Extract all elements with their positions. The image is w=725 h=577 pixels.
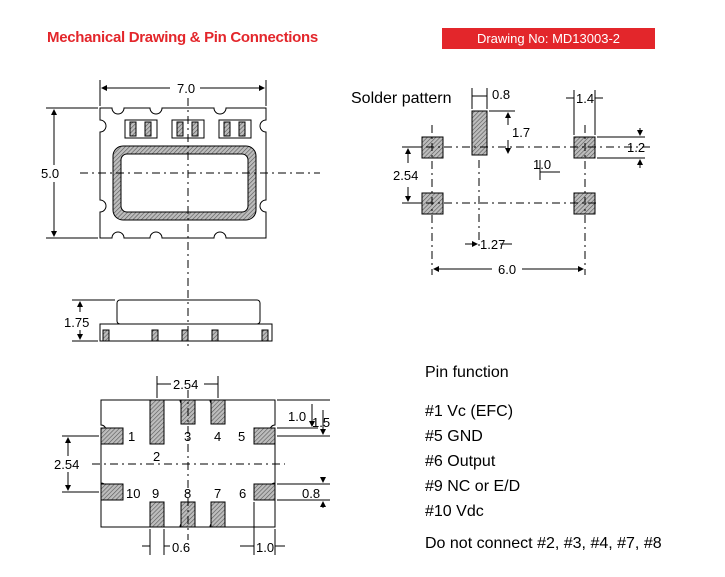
solder-pad-width-dim: 0.8 xyxy=(492,87,511,102)
bottom-pad-b-dim: 1.5 xyxy=(312,415,331,430)
pin-label-6: 6 xyxy=(239,486,247,501)
pin-label-9: 9 xyxy=(152,486,160,501)
top-width-dim: 7.0 xyxy=(177,81,196,96)
pin-label-10: 10 xyxy=(126,486,141,501)
solder-pattern-drawing xyxy=(402,88,650,275)
solder-pad-height-dim: 1.7 xyxy=(512,125,531,140)
pin-label-1: 1 xyxy=(128,429,136,444)
bottom-pad-d-dim: 0.6 xyxy=(172,540,191,555)
pin-label-3: 3 xyxy=(184,429,192,444)
bottom-view xyxy=(62,376,330,555)
bottom-pad-a-dim: 1.0 xyxy=(288,409,307,424)
side-view xyxy=(72,290,273,346)
solder-pattern-title: Solder pattern xyxy=(351,90,452,107)
pin-label-4: 4 xyxy=(214,429,222,444)
pin-function-item: #1 Vc (EFC) xyxy=(425,403,514,420)
pin-function-item: #5 GND xyxy=(425,428,483,445)
solder-pitch-v-dim: 2.54 xyxy=(393,168,419,183)
bottom-pitch-top-dim: 2.54 xyxy=(173,377,199,392)
do-not-connect-note: Do not connect #2, #3, #4, #7, #8 xyxy=(425,535,662,552)
solder-pitch-h-dim: 1.27 xyxy=(480,237,506,252)
solder-pad-small-dim: 1.4 xyxy=(576,91,595,106)
pin-function-list: #1 Vc (EFC) #5 GND #6 Output #9 NC or E/… xyxy=(425,399,520,524)
solder-overall-dim: 6.0 xyxy=(498,262,517,277)
top-height-dim: 5.0 xyxy=(41,166,60,181)
pin-label-7: 7 xyxy=(214,486,222,501)
pin-label-2: 2 xyxy=(153,449,161,464)
top-view xyxy=(46,80,320,290)
side-height-dim: 1.75 xyxy=(64,315,90,330)
solder-pad-small-height-dim: 1.2 xyxy=(627,140,646,155)
bottom-pitch-left-dim: 2.54 xyxy=(54,457,80,472)
pin-function-item: #6 Output xyxy=(425,453,496,470)
solder-gap-dim: 1.0 xyxy=(533,157,552,172)
pin-function-item: #10 Vdc xyxy=(425,503,484,520)
drawing-number-badge: Drawing No: MD13003-2 xyxy=(442,28,655,49)
pin-label-8: 8 xyxy=(184,486,192,501)
bottom-pad-c-dim: 0.8 xyxy=(302,486,321,501)
page-title: Mechanical Drawing & Pin Connections xyxy=(47,29,318,46)
pin-label-5: 5 xyxy=(238,429,246,444)
bottom-pad-e-dim: 1.0 xyxy=(256,540,275,555)
pin-function-item: #9 NC or E/D xyxy=(425,478,521,495)
pin-function-title: Pin function xyxy=(425,364,509,381)
